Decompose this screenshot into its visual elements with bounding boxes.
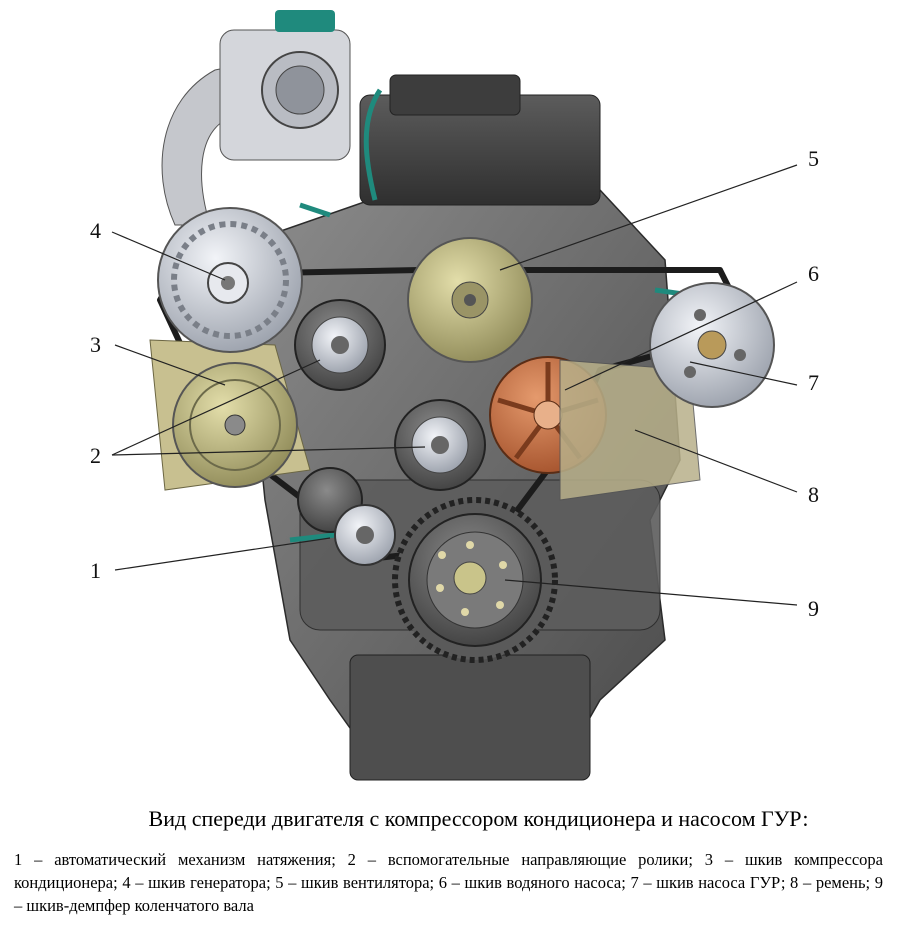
leader-lines [111,164,798,606]
callout-5: 5 [808,146,819,171]
leader-1 [114,537,331,571]
leader-9 [504,579,798,606]
callout-2: 2 [90,443,101,468]
callout-7: 7 [808,370,819,395]
leader-2b [111,446,426,456]
leader-7 [689,361,798,386]
callout-8: 8 [808,482,819,507]
leader-8 [634,429,798,493]
idler-roller-lower [394,399,486,491]
figure-caption-title: Вид спереди двигателя с компрессором кон… [0,806,897,832]
generator-pulley [157,207,303,353]
callout-4: 4 [90,218,101,243]
fan-pulley [407,237,533,363]
leader-2a [111,359,321,456]
intake-manifold [161,10,351,226]
belt-tensioner [297,467,396,566]
caption-title-text: Вид спереди двигателя с компрессором кон… [148,806,809,831]
figure-legend: 1 – автоматический механизм натяжения; 2… [14,850,883,915]
coolant-hoses [289,88,691,543]
idler-roller-upper [294,299,386,391]
leader-4 [111,231,226,281]
leader-3 [114,344,226,386]
callout-1: 1 [90,558,101,583]
leader-5 [499,164,798,271]
callout-9: 9 [808,596,819,621]
power-steering-pulley [559,282,775,501]
callout-numbers: 1 2 3 4 5 6 7 8 9 [90,146,819,621]
leader-6 [564,281,798,391]
crankshaft-damper-pulley [392,497,558,663]
engine-front-view-diagram: 1 2 3 4 5 6 7 8 9 [90,10,819,781]
callout-3: 3 [90,332,101,357]
callout-6: 6 [808,261,819,286]
